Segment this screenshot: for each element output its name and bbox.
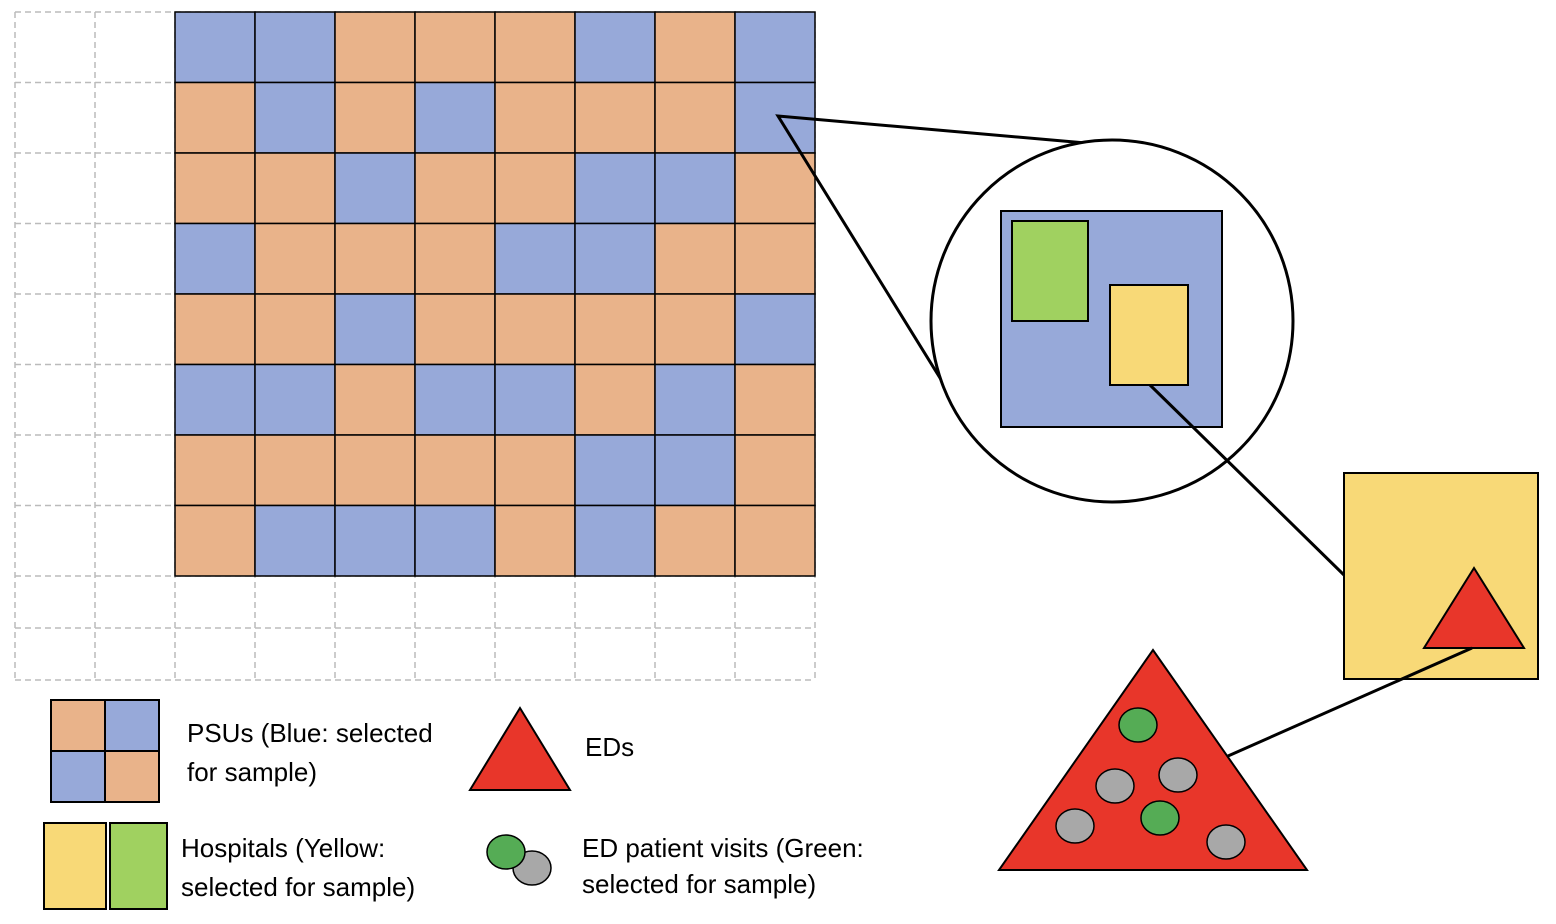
legend-eds-label: EDs (585, 732, 634, 762)
psu-cell (574, 81, 656, 154)
psu-cell-selected (174, 11, 256, 84)
psu-cell (734, 363, 816, 436)
psu-cell (654, 11, 736, 84)
psu-grid (174, 11, 816, 577)
legend-psu-cell (51, 700, 105, 751)
psu-cell (254, 222, 336, 295)
psu-cell (414, 434, 496, 507)
psu-cell (254, 293, 336, 366)
psu-cell-selected (254, 504, 336, 577)
visit-unselected (1158, 757, 1198, 793)
ed-icon (468, 706, 572, 791)
legend-hospitals: Hospitals (Yellow: selected for sample) (43, 822, 415, 910)
legend-hospital-yellow (43, 822, 107, 910)
legend-psu-cell (105, 751, 159, 802)
psu-cell-selected (494, 363, 576, 436)
psu-cell-selected (654, 363, 736, 436)
psu-cell (414, 11, 496, 84)
psu-cell (174, 434, 256, 507)
legend-hospitals-label-2: selected for sample) (181, 872, 415, 902)
psu-cell-selected (174, 363, 256, 436)
psu-cell (334, 11, 416, 84)
patient-visits (1055, 707, 1246, 860)
psu-cell (334, 363, 416, 436)
magnified-hospital-green (1011, 220, 1089, 322)
psu-cell (574, 293, 656, 366)
zoom-line-psu (775, 114, 1121, 387)
psu-cell (654, 504, 736, 577)
visit-selected (1140, 800, 1180, 836)
visit-selected (1118, 707, 1158, 743)
psu-cell (494, 434, 576, 507)
psu-cell (174, 152, 256, 225)
psu-cell (494, 293, 576, 366)
legend-hospital-green (109, 822, 168, 910)
psu-cell (494, 504, 576, 577)
psu-cell (574, 363, 656, 436)
psu-cell (414, 222, 496, 295)
psu-cell (334, 222, 416, 295)
zoom-line-hospital (1148, 383, 1346, 577)
legend-eds: EDs (468, 706, 634, 791)
legend-psus-label-2: for sample) (187, 757, 317, 787)
psu-cell (734, 222, 816, 295)
psu-cell (254, 434, 336, 507)
psu-cell-selected (734, 293, 816, 366)
psu-cell-selected (494, 222, 576, 295)
psu-cell-selected (574, 504, 656, 577)
psu-cell-selected (254, 363, 336, 436)
psu-cell-selected (574, 434, 656, 507)
legend-psu-cell (51, 751, 105, 802)
psu-cell-selected (414, 504, 496, 577)
psu-cell-selected (574, 222, 656, 295)
visit-unselected (1055, 808, 1095, 844)
psu-cell-selected (574, 152, 656, 225)
psu-cell (734, 504, 816, 577)
psu-cell (494, 81, 576, 154)
legend-psus-label-1: PSUs (Blue: selected (187, 718, 433, 748)
psu-cell (734, 434, 816, 507)
psu-cell (494, 11, 576, 84)
visit-unselected (1095, 768, 1135, 804)
legend-visits-label-2: selected for sample) (582, 869, 816, 899)
psu-cell-selected (734, 11, 816, 84)
legend-hospitals-label-1: Hospitals (Yellow: (181, 833, 385, 863)
psu-cell-selected (574, 11, 656, 84)
visit-dot-green-icon (486, 834, 526, 870)
psu-cell (334, 434, 416, 507)
psu-cell-selected (334, 504, 416, 577)
legend-psus: PSUs (Blue: selected for sample) (50, 699, 433, 803)
zoom-line-ed (1227, 646, 1473, 758)
ed-icon-large (997, 648, 1309, 871)
psu-cell-selected (654, 152, 736, 225)
psu-cell-selected (414, 363, 496, 436)
legend-psu-cell (105, 700, 159, 751)
psu-cell-selected (334, 293, 416, 366)
psu-cell-selected (254, 81, 336, 154)
psu-cell-selected (334, 152, 416, 225)
psu-cell (174, 504, 256, 577)
psu-cell (174, 293, 256, 366)
psu-cell-selected (174, 222, 256, 295)
psu-cell-selected (654, 434, 736, 507)
magnified-hospital-yellow (1109, 284, 1189, 386)
psu-cell-selected (254, 11, 336, 84)
psu-cell (654, 293, 736, 366)
psu-cell (734, 152, 816, 225)
psu-cell (414, 152, 496, 225)
psu-cell (334, 81, 416, 154)
psu-cell (654, 222, 736, 295)
ed-icon-small (1422, 566, 1526, 649)
visit-unselected (1206, 824, 1246, 860)
psu-cell (414, 293, 496, 366)
legend-visits-label-1: ED patient visits (Green: (582, 833, 864, 863)
psu-cell-selected (414, 81, 496, 154)
psu-cell (254, 152, 336, 225)
psu-cell (174, 81, 256, 154)
psu-cell (654, 81, 736, 154)
legend-visits: ED patient visits (Green: selected for s… (486, 833, 864, 899)
psu-cell (494, 152, 576, 225)
